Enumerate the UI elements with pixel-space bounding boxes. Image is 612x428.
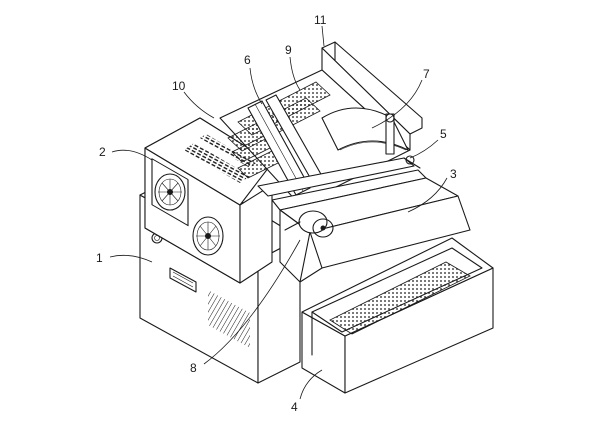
base-vent-grille [208, 290, 250, 348]
sieve-floor [329, 261, 471, 335]
label-8: 8 [190, 361, 197, 375]
fan-1-icon [151, 158, 189, 227]
label-6: 6 [244, 53, 251, 67]
label-2: 2 [99, 145, 106, 159]
fan-housing [144, 117, 273, 284]
label-10: 10 [172, 79, 186, 93]
label-1: 1 [96, 251, 103, 265]
label-4: 4 [291, 400, 298, 414]
handwheel [284, 210, 334, 238]
part-labels: 1 2 3 4 5 6 7 8 9 10 11 [96, 13, 457, 414]
upper-frame [219, 41, 427, 211]
label-11: 11 [314, 13, 327, 27]
fan-2-icon [192, 216, 224, 256]
side-rail [257, 157, 415, 197]
label-5: 5 [440, 127, 447, 141]
collection-box [301, 237, 494, 394]
top-vent-slots [184, 143, 250, 183]
label-9: 9 [285, 43, 292, 57]
leader-lines [109, 25, 448, 400]
label-3: 3 [450, 167, 457, 181]
label-7: 7 [423, 67, 430, 81]
